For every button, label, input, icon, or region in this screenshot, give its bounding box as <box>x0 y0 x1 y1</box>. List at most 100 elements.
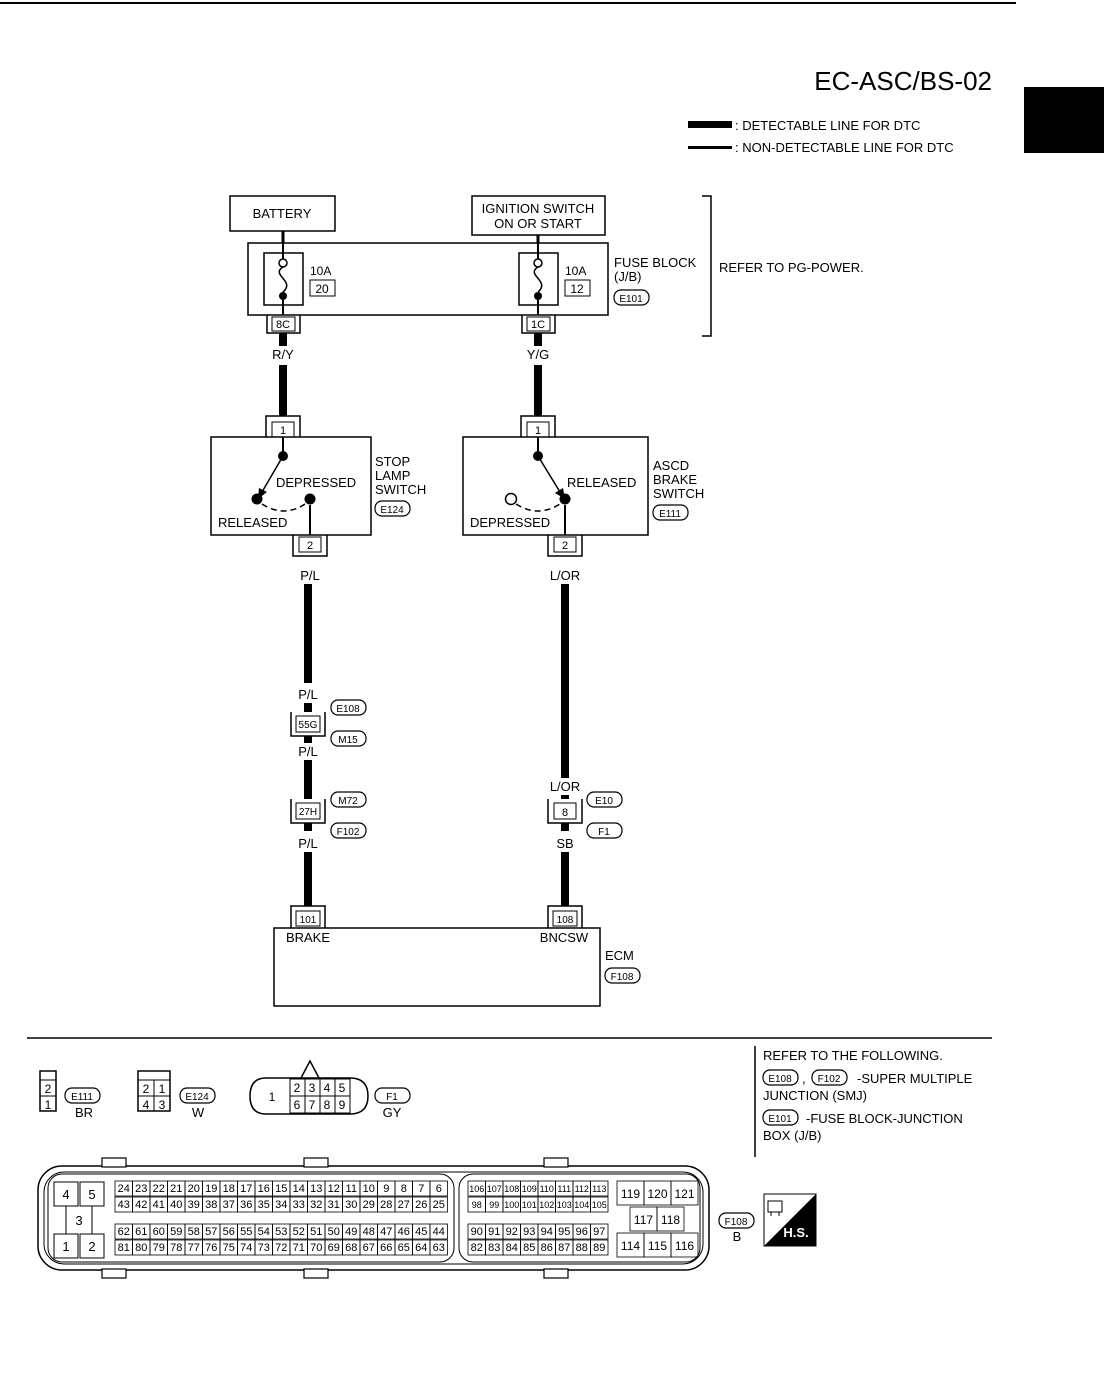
f108-pin-label: 34 <box>275 1199 287 1211</box>
connector-e111-color: BR <box>75 1105 93 1120</box>
fuse-right-amp: 10A <box>565 264 586 278</box>
connector-e124-color: W <box>192 1105 205 1120</box>
junction-27h: 27H M72 F102 <box>290 791 367 839</box>
svg-text:27H: 27H <box>299 807 317 818</box>
connector-e124-id: E124 <box>185 1092 209 1103</box>
f108-pin-label: 105 <box>592 1200 607 1210</box>
f108-pin-label: 76 <box>205 1242 217 1254</box>
f108-pin-label: 67 <box>363 1242 375 1254</box>
f108-pin-label: 30 <box>345 1199 357 1211</box>
f108-pin-label: 61 <box>135 1226 147 1238</box>
fuse-block-label-line2: (J/B) <box>614 269 641 284</box>
f108-pin-label: 108 <box>504 1184 519 1194</box>
f108-pin-label: 71 <box>293 1242 305 1254</box>
f108-large-pin-label: 121 <box>674 1187 694 1201</box>
svg-text:2: 2 <box>45 1082 52 1096</box>
svg-text:1: 1 <box>269 1090 276 1104</box>
ecm-brake-label: BRAKE <box>286 930 330 945</box>
f108-large-pin-label: 119 <box>621 1187 640 1201</box>
f108-pin-label: 92 <box>506 1226 518 1238</box>
power-bracket <box>702 195 712 337</box>
svg-text:3: 3 <box>75 1213 82 1228</box>
ecm-name: ECM <box>605 948 634 963</box>
stop-lamp-pin-1: 1 <box>280 425 286 437</box>
f108-pin-label: 73 <box>258 1242 270 1254</box>
f108-pin-label: 37 <box>223 1199 235 1211</box>
f108-pin-label: 32 <box>310 1199 322 1211</box>
f108-pin-label: 44 <box>433 1226 445 1238</box>
connector-f1-color: GY <box>383 1105 402 1120</box>
f108-pin-label: 87 <box>558 1242 570 1254</box>
f108-large-pin-label: 116 <box>675 1239 694 1253</box>
f108-large-pin-label: 120 <box>647 1187 667 1201</box>
f108-pin-label: 107 <box>487 1184 502 1194</box>
fuse-left-amp: 10A <box>310 264 331 278</box>
f108-large-pin-label: 115 <box>648 1239 667 1253</box>
f108-pin-label: 48 <box>363 1226 375 1238</box>
ecm-pin-101: 101 <box>300 915 317 926</box>
stop-lamp-released-label: RELEASED <box>218 515 287 530</box>
svg-text:4: 4 <box>143 1098 150 1112</box>
f108-large-pin-label: 118 <box>661 1213 680 1227</box>
svg-text:1C: 1C <box>531 319 545 331</box>
svg-text:,: , <box>802 1071 806 1086</box>
f108-pin-label: 31 <box>328 1199 340 1211</box>
connector-f108-color: B <box>733 1229 742 1244</box>
f108-pin-label: 24 <box>118 1183 130 1195</box>
ecm-pin-108: 108 <box>557 915 574 926</box>
f108-pin-label: 50 <box>328 1226 340 1238</box>
fuse-right-number: 12 <box>570 282 584 296</box>
wire-label-p-l-4: P/L <box>298 836 318 851</box>
f108-pin-label: 33 <box>293 1199 305 1211</box>
ascd-name-2: BRAKE <box>653 472 697 487</box>
stop-lamp-name-3: SWITCH <box>375 482 426 497</box>
ascd-connector-id: E111 <box>659 509 681 520</box>
svg-text:55G: 55G <box>299 720 318 731</box>
f108-pin-label: 84 <box>506 1242 518 1254</box>
ascd-name-3: SWITCH <box>653 486 704 501</box>
f108-pin-label: 23 <box>135 1183 147 1195</box>
f108-pin-label: 51 <box>310 1226 322 1238</box>
f108-pin-label: 54 <box>258 1226 270 1238</box>
f108-pin-label: 62 <box>118 1226 130 1238</box>
legend-detectable-label: : DETECTABLE LINE FOR DTC <box>735 118 920 133</box>
f108-pin-label: 58 <box>188 1226 200 1238</box>
svg-text:5: 5 <box>339 1081 346 1095</box>
junction-m72-id: M72 <box>338 796 358 807</box>
connector-f1: 1 2 3 4 5 6 7 8 9 F1 GY <box>249 1059 411 1120</box>
f108-pin-label: 63 <box>433 1242 445 1254</box>
svg-text:1: 1 <box>159 1082 166 1096</box>
svg-text:E108: E108 <box>768 1074 792 1085</box>
f108-pin-label: 6 <box>436 1183 442 1195</box>
terminal-8c: 8C <box>266 315 301 334</box>
f108-pin-label: 52 <box>293 1226 305 1238</box>
wire-label-p-l-2: P/L <box>298 687 318 702</box>
fuse-left-number: 20 <box>315 282 329 296</box>
junction-m15-id: M15 <box>338 735 358 746</box>
refer-smj-line1: -SUPER MULTIPLE <box>857 1071 973 1086</box>
f108-pin-label: 94 <box>541 1226 553 1238</box>
f108-pin-label: 36 <box>240 1199 252 1211</box>
legend-thin-line <box>688 146 732 149</box>
svg-text:3: 3 <box>159 1098 166 1112</box>
refer-jb-line2: BOX (J/B) <box>763 1128 822 1143</box>
f108-pin-label: 16 <box>258 1183 270 1195</box>
f108-pin-label: 10 <box>363 1183 375 1195</box>
f108-pin-label: 111 <box>557 1184 571 1194</box>
f108-pin-label: 49 <box>345 1226 357 1238</box>
f108-pin-label: 66 <box>380 1242 392 1254</box>
hs-badge-label: H.S. <box>783 1225 808 1240</box>
f108-pin-label: 18 <box>223 1183 235 1195</box>
f108-pin-label: 45 <box>415 1226 427 1238</box>
svg-text:8C: 8C <box>276 319 290 331</box>
ecm-connector-id: F108 <box>611 972 634 983</box>
refer-smj-line2: JUNCTION (SMJ) <box>763 1088 867 1103</box>
page-code: EC-ASC/BS-02 <box>814 66 992 96</box>
ascd-pin-2: 2 <box>562 540 568 552</box>
f108-pin-label: 110 <box>540 1184 554 1194</box>
ascd-released-label: RELEASED <box>567 475 636 490</box>
f108-pin-label: 86 <box>541 1242 553 1254</box>
f108-pin-label: 46 <box>398 1226 410 1238</box>
f108-pin-label: 56 <box>223 1226 235 1238</box>
